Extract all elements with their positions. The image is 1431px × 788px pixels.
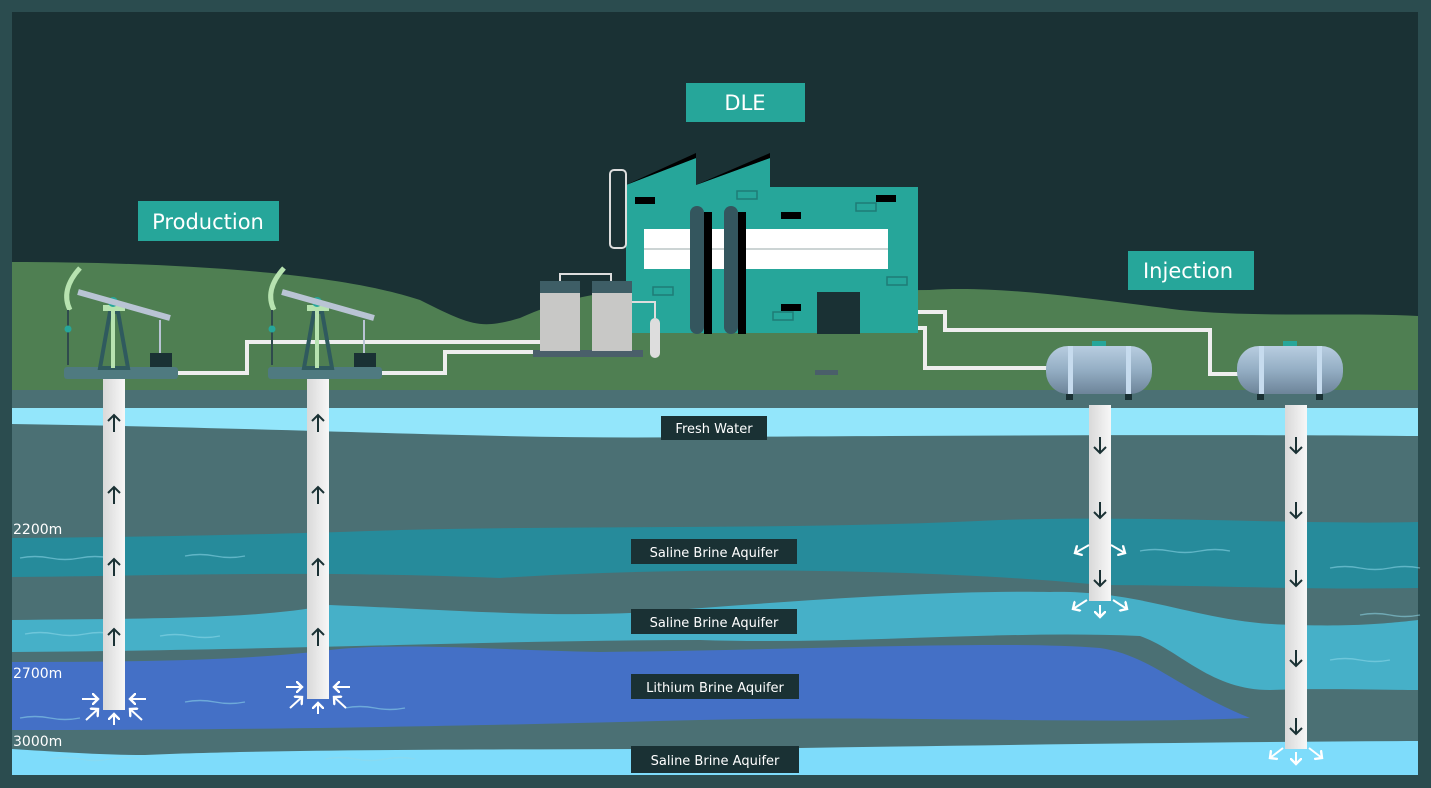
brine-flow-arrows bbox=[82, 544, 1322, 764]
lithium-label: Lithium Brine Aquifer bbox=[646, 681, 784, 696]
depth-2200m: 2200m bbox=[13, 522, 62, 538]
surface-pipelines bbox=[178, 310, 1240, 376]
depth-3000m: 3000m bbox=[13, 734, 62, 750]
saline-2-label-box bbox=[631, 609, 797, 634]
water-ripples bbox=[19, 548, 1421, 762]
fresh-water-label: Fresh Water bbox=[675, 422, 753, 437]
saline-2-label: Saline Brine Aquifer bbox=[650, 616, 779, 631]
production-well-2 bbox=[307, 379, 329, 699]
saline-1-label-box bbox=[631, 539, 797, 564]
pumpjack-2 bbox=[268, 266, 382, 379]
production-label-box bbox=[138, 201, 279, 241]
flow-up-arrows bbox=[107, 413, 325, 646]
saline-brine-aquifer-2 bbox=[12, 591, 1418, 690]
saline-1-label: Saline Brine Aquifer bbox=[650, 546, 779, 561]
injection-tank-1 bbox=[1046, 341, 1152, 400]
injection-label-box bbox=[1128, 251, 1254, 290]
pumpjack-1 bbox=[64, 266, 178, 379]
dle-label: DLE bbox=[724, 91, 765, 115]
dle-plant bbox=[533, 153, 918, 375]
lithium-label-box bbox=[631, 674, 799, 699]
saline-3-label-box bbox=[631, 746, 799, 773]
dle-label-box bbox=[686, 83, 805, 122]
flow-down-arrows bbox=[1093, 437, 1303, 736]
production-well-1 bbox=[103, 379, 125, 710]
production-label: Production bbox=[152, 210, 264, 234]
saline-3-label: Saline Brine Aquifer bbox=[651, 754, 780, 769]
depth-2700m: 2700m bbox=[13, 666, 62, 682]
injection-label: Injection bbox=[1143, 259, 1233, 283]
fresh-water-label-box bbox=[661, 416, 767, 440]
injection-tank-2 bbox=[1237, 341, 1343, 400]
